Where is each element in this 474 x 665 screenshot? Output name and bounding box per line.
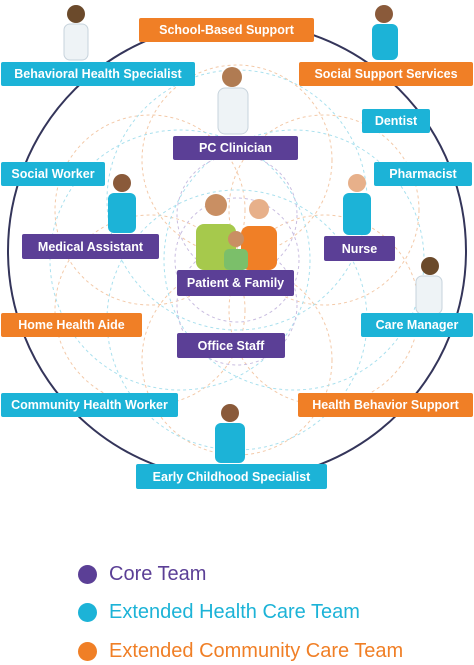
- legend-core-dot: [78, 565, 97, 584]
- decorative-ring: [228, 114, 420, 306]
- social-worker-label: Social Worker: [1, 162, 105, 186]
- person-figure: [215, 404, 245, 463]
- decorative-ring: [49, 129, 311, 391]
- legend-extended-community-dot: [78, 642, 97, 661]
- early-childhood-specialist-label: Early Childhood Specialist: [136, 464, 327, 489]
- medical-assistant-label: Medical Assistant: [22, 234, 159, 259]
- office-staff-label: Office Staff: [177, 333, 285, 358]
- nurse-label: Nurse: [324, 236, 395, 261]
- legend-core: Core Team: [78, 563, 206, 586]
- dentist-label: Dentist: [362, 109, 430, 133]
- legend-extended-community: Extended Community Care Team: [78, 640, 403, 663]
- core-ring: [174, 197, 300, 323]
- legend-extended-health-label: Extended Health Care Team: [109, 601, 360, 623]
- legend-extended-community-label: Extended Community Care Team: [109, 640, 404, 662]
- patient-family-label: Patient & Family: [177, 270, 294, 296]
- pc-clinician-label: PC Clinician: [173, 136, 298, 160]
- family-figure: [196, 194, 277, 270]
- person-figure: [372, 5, 398, 60]
- legend-core-label: Core Team: [109, 563, 207, 585]
- person-figure: [343, 174, 371, 235]
- pharmacist-label: Pharmacist: [374, 162, 472, 186]
- school-based-support-label: School-Based Support: [139, 18, 314, 42]
- decorative-ring: [54, 114, 246, 306]
- decorative-ring: [54, 214, 246, 406]
- social-support-services-label: Social Support Services: [299, 62, 473, 86]
- care-manager-label: Care Manager: [361, 313, 473, 337]
- person-figure: [415, 257, 443, 315]
- community-health-worker-label: Community Health Worker: [1, 393, 178, 417]
- legend-extended-health: Extended Health Care Team: [78, 601, 360, 624]
- person-figure: [108, 174, 136, 233]
- behavioral-health-specialist-label: Behavioral Health Specialist: [1, 62, 195, 86]
- person-figure: [63, 5, 89, 61]
- home-health-aide-label: Home Health Aide: [1, 313, 142, 337]
- legend-extended-health-dot: [78, 603, 97, 622]
- health-behavior-support-label: Health Behavior Support: [298, 393, 473, 417]
- decorative-ring: [141, 64, 333, 256]
- person-figure: [217, 67, 249, 135]
